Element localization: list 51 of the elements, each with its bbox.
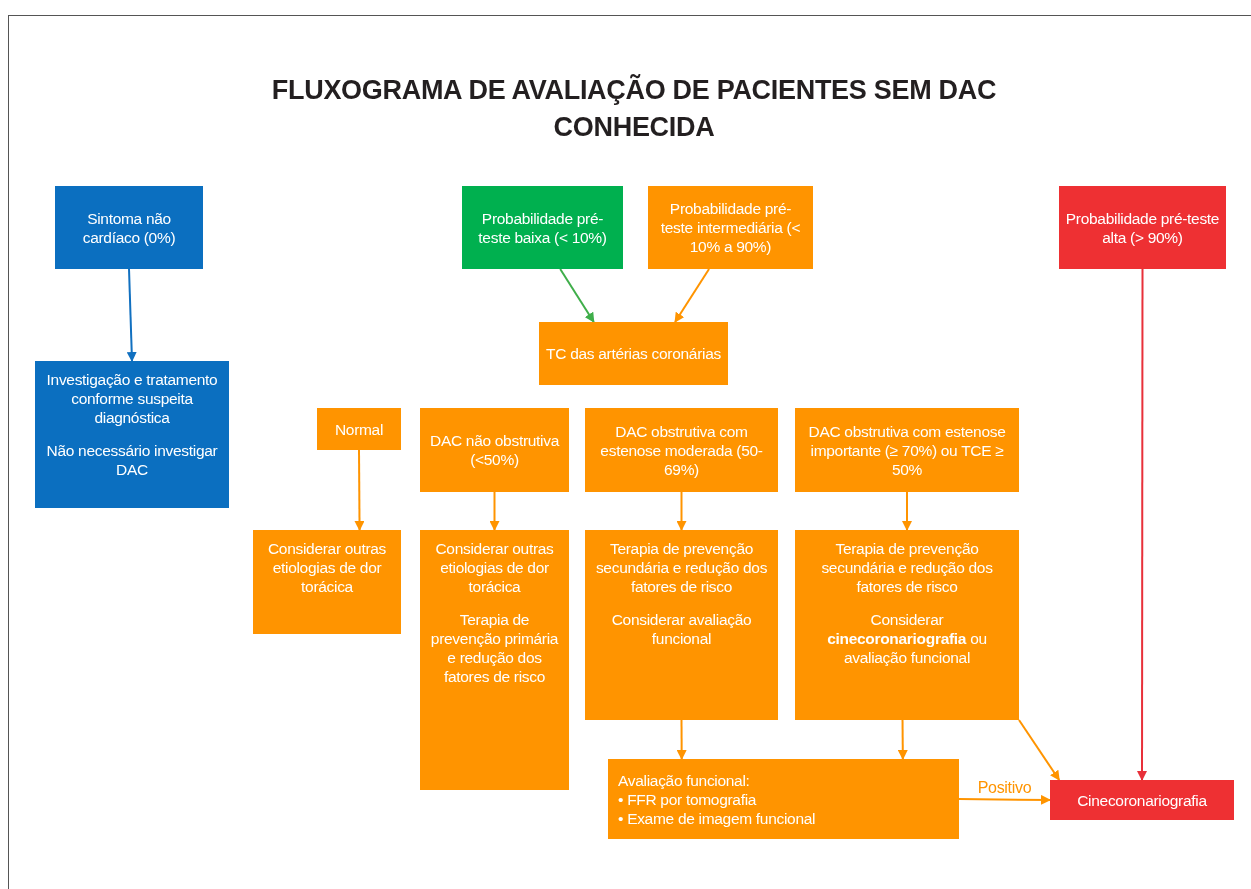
process-box [795, 530, 1019, 720]
process-box [795, 408, 1019, 492]
box-text: Terapia de prevenção primária e redução dos fatores de risco [429, 610, 560, 686]
box-text: Probabilidade pré-teste baixa (< 10%) [477, 208, 608, 247]
box-text: Não necessário investigar DAC [45, 441, 219, 479]
arrow [1137, 268, 1147, 781]
arrow [354, 449, 365, 531]
box-text: Sintoma não cardíaco (0%) [81, 208, 177, 247]
box-text: DAC não obstrutiva (<50%) [429, 431, 561, 469]
box-text: DAC obstrutiva com estenose moderada (50-69%) [599, 421, 764, 479]
box-text: • Exame de imagem funcional [618, 808, 816, 828]
box-text: Avaliação funcional: [618, 770, 750, 790]
process-box [420, 408, 569, 492]
box-text: Considerar outras etiologias de dor torácica [266, 539, 388, 596]
arrow [674, 268, 711, 323]
arrow [126, 268, 137, 362]
box-text: Probabilidade pré-teste alta (> 90%) [1065, 208, 1220, 247]
box-text: Considerar cinecoronariografia ou avaliação funcional [826, 610, 988, 667]
arrow [902, 491, 912, 531]
arrow [489, 491, 500, 531]
process-box [648, 186, 813, 269]
process-box [35, 361, 229, 508]
box-text: Considerar outras etiologias de dor torácica [434, 539, 555, 596]
box-text: TC das artérias coronárias [546, 344, 721, 363]
process-box [585, 530, 778, 720]
arrow [897, 719, 908, 760]
arrow [1018, 719, 1061, 781]
process-box [608, 759, 959, 839]
box-text: Considerar avaliação funcional [610, 610, 753, 648]
process-box [1050, 780, 1234, 820]
arrow [559, 268, 595, 323]
box-text: • FFR por tomografia [618, 789, 757, 809]
process-box [317, 408, 401, 450]
box-text: Probabilidade pré-teste intermediária (< 10% a 90%) [659, 199, 802, 256]
process-box [1059, 186, 1226, 269]
diagram-title: FLUXOGRAMA DE AVALIAÇÃO DE PACIENTES SEM DAC CONHECIDA [270, 73, 998, 144]
arrow [676, 491, 687, 531]
box-text: DAC obstrutiva com estenose importante (≥ 70%) ou TCE ≥ 50% [807, 421, 1007, 479]
box-text: Investigação e tratamento conforme suspeita diagnóstica [45, 370, 219, 427]
box-text: Terapia de prevenção secundária e redução dos fatores de risco [594, 539, 769, 596]
process-box [539, 322, 728, 385]
box-text: Cinecoronariografia [1077, 790, 1207, 810]
process-box [585, 408, 778, 492]
box-text: Terapia de prevenção secundária e redução dos fatores de risco [820, 539, 994, 596]
process-box [420, 530, 569, 790]
process-box [462, 186, 623, 269]
arrow [676, 719, 687, 760]
box-text: Normal [334, 419, 384, 439]
arrow [958, 794, 1051, 805]
process-box [253, 530, 401, 634]
process-box [55, 186, 203, 269]
